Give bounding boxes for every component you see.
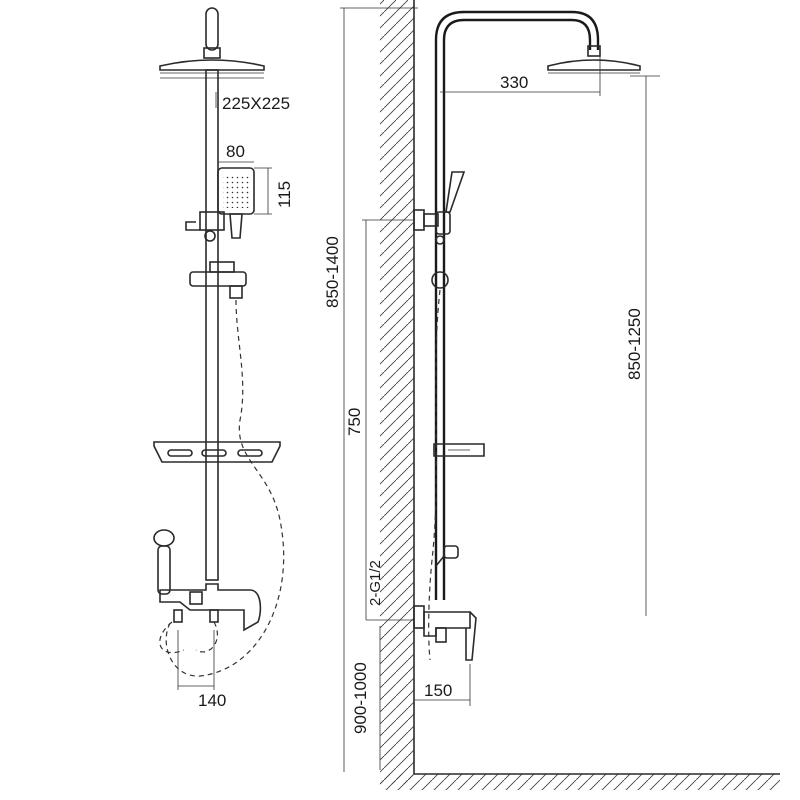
shower-height-label: 850-1250 [625,308,644,380]
handheld-hose [165,299,285,677]
head-size-label: 225X225 [222,94,290,113]
side-soap-tray [433,443,485,457]
side-riser-pipe [434,10,600,600]
handheld-bracket [199,211,225,231]
mixer-body [159,583,262,632]
total-height-label: 850-1400 [323,236,342,308]
diverter-handle [157,545,171,595]
front-view: 225X225 80 115 140 [153,7,294,710]
side-mixer-body [413,605,425,629]
rain-head-top-knob [205,7,219,51]
arm-reach-label: 330 [500,73,528,92]
inlet-thread-label: 2-G1/2 [367,560,384,606]
handheld-height-label: 115 [275,181,294,208]
floor-hatch [380,774,780,790]
main-riser-pipe [205,69,219,581]
handheld-width-label: 80 [226,142,245,161]
mount-height-label: 900-1000 [351,662,370,734]
soap-tray [153,441,281,463]
wall-hatch [380,0,414,784]
rain-head-front [159,59,265,71]
side-view: 330 850-1400 850-1250 750 2-G1/2 900-100… [323,0,780,790]
outlet-spacing-label: 750 [345,408,364,436]
wall-bracket [413,209,425,231]
side-hose-slider [431,271,449,289]
handheld-side [445,171,466,213]
inlet-centers-label: 140 [198,691,226,710]
wall-offset-label: 150 [424,681,452,700]
rain-head-side [547,59,641,71]
